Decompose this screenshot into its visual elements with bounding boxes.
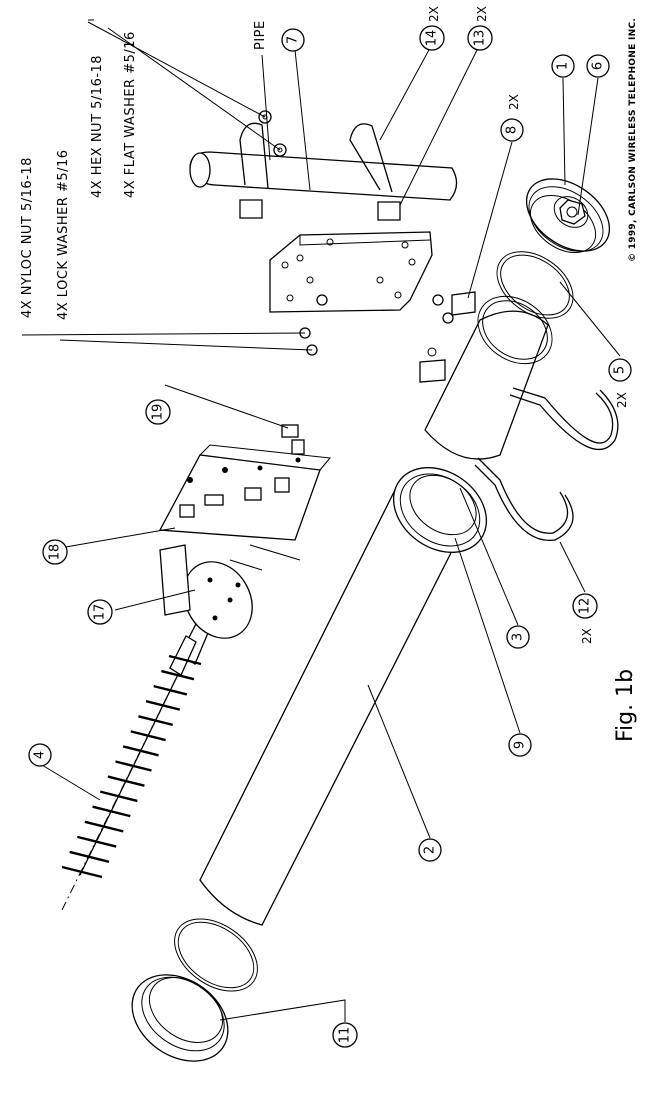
balloon-13: 13 — [467, 25, 493, 51]
balloon-1: 1 — [551, 54, 575, 78]
svg-text:9: 9 — [513, 741, 528, 749]
balloon-5: 5 — [608, 358, 632, 382]
antenna-element — [168, 654, 202, 666]
balloon-6: 6 — [586, 54, 610, 78]
svg-text:7: 7 — [286, 36, 301, 44]
antenna-element — [61, 865, 103, 879]
balloon-9: 9 — [508, 733, 532, 757]
flat-washer-callout: 4X FLAT WASHER #5/16 — [123, 31, 138, 198]
svg-text:8: 8 — [505, 126, 520, 134]
mounting-plate — [269, 231, 433, 313]
svg-text:1: 1 — [556, 62, 571, 70]
balloon-14-multiplier: 2X — [427, 6, 441, 22]
balloon-8: 8 — [500, 118, 524, 142]
antenna-element — [92, 805, 131, 818]
antenna-element — [69, 850, 110, 863]
tube-gasket — [496, 251, 574, 319]
antenna-element — [115, 760, 152, 772]
balloon-2: 2 — [418, 838, 442, 862]
balloon-4: 4 — [28, 743, 52, 767]
balloon-17: 17 — [87, 599, 113, 625]
u-clamps — [474, 387, 619, 541]
balloon-12: 12 — [572, 593, 598, 619]
balloon-8-multiplier: 2X — [507, 94, 521, 110]
balloon-12-multiplier: 2X — [580, 628, 594, 644]
antenna-element — [161, 669, 195, 681]
antenna-element — [153, 684, 188, 696]
svg-text:18: 18 — [48, 544, 63, 561]
hex-nut-callout: 4X HEX NUT 5/16-18 — [90, 55, 105, 198]
antenna-element — [99, 790, 138, 803]
antenna-element — [122, 745, 159, 757]
svg-text:3: 3 — [511, 633, 526, 641]
antenna-element — [76, 835, 117, 848]
mounting-pipe — [189, 151, 458, 201]
svg-text:14: 14 — [425, 30, 440, 47]
figure-label: Fig. 1b — [613, 669, 638, 742]
svg-text:2: 2 — [423, 846, 438, 854]
copyright-notice: © 1999, CARLSON WIRELESS TELEPHONE INC. — [628, 18, 638, 262]
svg-text:5: 5 — [613, 366, 628, 374]
balloon-5-multiplier: 2X — [615, 392, 629, 408]
end-cap-gasket — [174, 918, 258, 992]
balloon-7: 7 — [281, 28, 305, 52]
antenna-element — [145, 700, 181, 711]
svg-text:6: 6 — [591, 62, 606, 70]
svg-text:13: 13 — [473, 30, 488, 47]
pipe-u-bolts — [239, 122, 401, 221]
svg-text:19: 19 — [151, 404, 166, 421]
radio-pcb — [158, 424, 331, 616]
plate-bolt-holes — [281, 238, 416, 302]
radio-shield — [183, 561, 253, 639]
balloon-3: 3 — [506, 625, 530, 649]
antenna-element — [130, 730, 166, 742]
end-cap — [131, 974, 229, 1062]
balloon-14: 14 — [419, 25, 445, 51]
yagi-antenna — [61, 619, 211, 911]
antenna-element — [107, 775, 145, 787]
lower-tube — [424, 295, 553, 460]
leader-lines — [21, 19, 621, 1022]
nyloc-nut-callout: 4X NYLOC NUT 5/16-18 — [20, 157, 35, 318]
balloon-19: 19 — [145, 399, 171, 425]
balloon-13-multiplier: 2X — [475, 6, 489, 22]
lock-washer-callout: 4X LOCK WASHER #5/16 — [56, 149, 71, 320]
svg-text:12: 12 — [578, 598, 593, 615]
bottom-cap — [525, 178, 611, 254]
standoff-brackets — [419, 291, 476, 383]
antenna-element — [138, 715, 174, 727]
antenna-elements — [61, 654, 202, 879]
antenna-element — [84, 820, 124, 833]
svg-text:17: 17 — [93, 604, 108, 621]
balloon-18: 18 — [42, 539, 68, 565]
svg-text:4: 4 — [33, 751, 48, 759]
pipe-callout: PIPE — [253, 20, 268, 50]
svg-text:11: 11 — [338, 1027, 353, 1044]
balloon-11: 11 — [332, 1022, 358, 1048]
